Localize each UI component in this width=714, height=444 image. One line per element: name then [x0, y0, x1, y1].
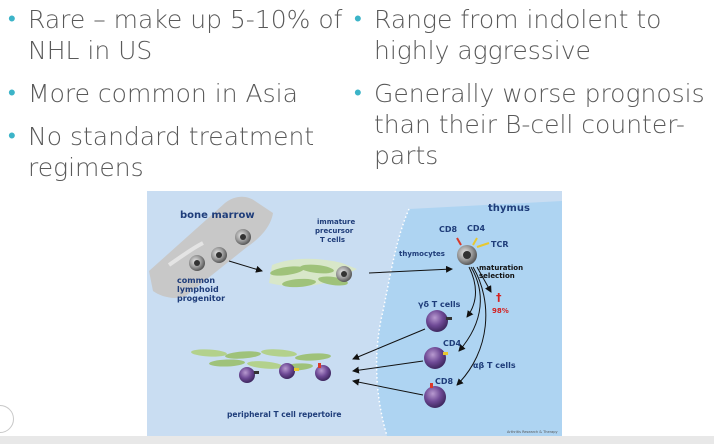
bone-shape — [149, 196, 273, 298]
bullet-text: More common in Asia — [28, 79, 298, 108]
label-bone: bone marrow — [180, 210, 255, 221]
label-gd-t-cells: γδ T cells — [418, 300, 461, 309]
bullet-item: • No standard treatment regimens — [6, 121, 346, 183]
bullet-text: Generally worse prognosis than their B-c… — [374, 79, 705, 170]
label-maturation: maturation — [479, 264, 523, 272]
bullet-item: • Range from indolent to highly aggressiv… — [352, 4, 714, 66]
bullet-text: No standard treatment regimens — [28, 122, 315, 182]
peripheral-t-cell — [239, 367, 255, 383]
label-selection: selection — [479, 272, 515, 280]
arrow — [352, 328, 426, 360]
bullet-dot-icon: • — [354, 81, 362, 106]
label-cd8-bottom: CD8 — [435, 377, 454, 386]
cd8-t-cell — [424, 386, 446, 408]
label-common: common — [177, 276, 215, 285]
label-lymphoid: lymphoid — [177, 285, 219, 294]
peripheral-t-cell — [315, 365, 331, 381]
dagger-icon: † — [496, 291, 502, 304]
label-tcr: TCR — [491, 240, 509, 249]
bullet-item: • Rare – make up 5-10% of NHL in US — [6, 4, 346, 66]
label-cd4-top: CD4 — [467, 224, 486, 233]
label-thymocytes: thymocytes — [399, 250, 445, 258]
arrow — [352, 378, 424, 396]
arrow — [476, 266, 492, 293]
label-cd4-bottom: CD4 — [443, 339, 462, 348]
label-immature: immature — [317, 218, 355, 226]
thymus-region — [376, 201, 562, 436]
peripheral-t-cell — [279, 363, 295, 379]
label-peripheral: peripheral T cell repertoire — [227, 410, 342, 419]
label-precursor: precursor — [315, 227, 354, 235]
left-column: • Rare – make up 5-10% of NHL in US • More… — [6, 4, 346, 195]
label-thymus: thymus — [488, 203, 530, 214]
bullet-text: Range from indolent to highly aggressive — [374, 5, 662, 65]
corner-circle-icon[interactable] — [0, 405, 14, 433]
gamma-delta-t-cell — [426, 310, 448, 332]
label-cd8-top: CD8 — [439, 225, 458, 234]
label-ab-t-cells: αβ T cells — [473, 361, 516, 370]
label-t-cells: T cells — [320, 236, 345, 244]
cd4-t-cell — [424, 347, 446, 369]
figure-credit: Arthritis Research & Therapy — [507, 430, 558, 434]
bullet-item: • More common in Asia — [6, 78, 346, 109]
arrow — [228, 260, 263, 273]
bullet-text: Rare – make up 5-10% of NHL in US — [28, 5, 343, 65]
bullet-dot-icon: • — [8, 124, 16, 149]
bullet-dot-icon: • — [354, 7, 362, 32]
arrow — [368, 265, 453, 274]
label-progenitor: progenitor — [177, 294, 225, 303]
slide-bottom-bar — [0, 436, 714, 444]
bullet-dot-icon: • — [8, 81, 16, 106]
right-column: • Range from indolent to highly aggressiv… — [352, 4, 714, 183]
bullet-item: • Generally worse prognosis than their B-… — [352, 78, 714, 171]
arrow — [352, 360, 424, 374]
label-percent: 98% — [492, 307, 509, 315]
bullet-dot-icon: • — [8, 7, 16, 32]
t-cell-development-figure: bone marrow immature precursor T cells t… — [147, 191, 562, 436]
